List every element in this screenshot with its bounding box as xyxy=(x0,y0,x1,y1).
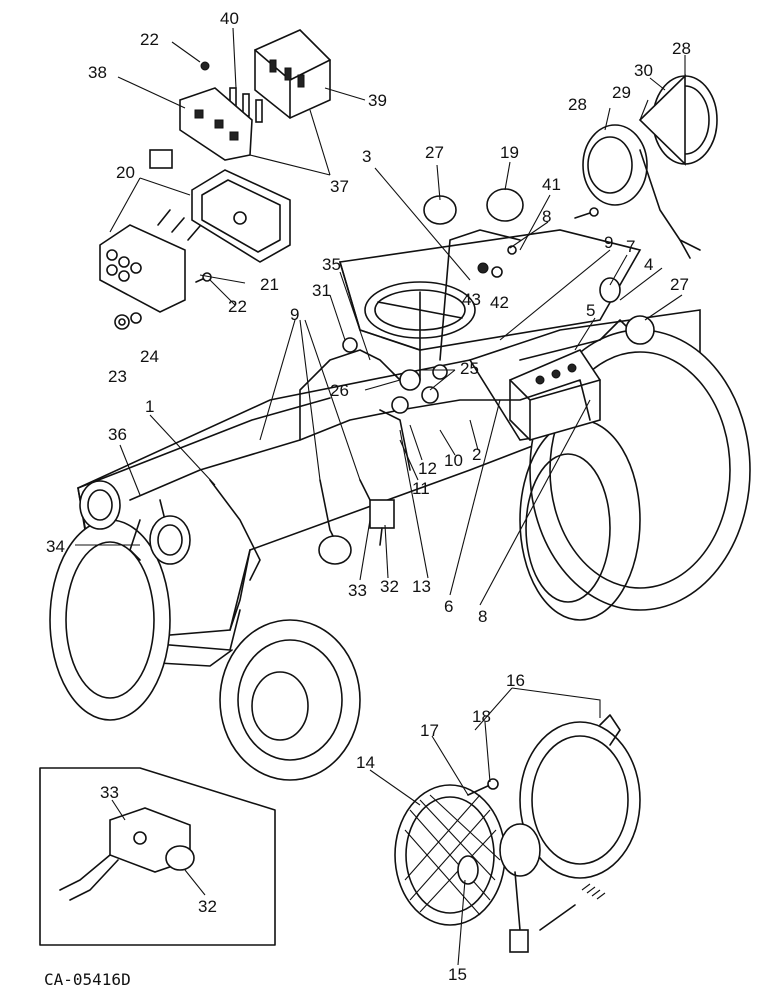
callout-40: 40 xyxy=(220,9,239,28)
callout-2: 2 xyxy=(472,445,481,464)
callout-1: 1 xyxy=(145,397,154,416)
callout-27b: 27 xyxy=(670,275,689,294)
horn-and-switch xyxy=(318,499,395,565)
callout-4: 4 xyxy=(644,255,653,274)
callout-7: 7 xyxy=(626,237,635,256)
callout-3: 3 xyxy=(362,147,371,166)
instrument-cluster-assembly xyxy=(99,169,291,330)
callout-25: 25 xyxy=(460,359,479,378)
front-headlights xyxy=(79,480,191,565)
callout-35: 35 xyxy=(322,255,341,274)
callout-23: 23 xyxy=(108,367,127,386)
callout-15: 15 xyxy=(448,965,467,984)
callout-41: 41 xyxy=(542,175,561,194)
callout-9b: 9 xyxy=(290,305,299,324)
callout-33b: 33 xyxy=(100,783,119,802)
callout-9: 9 xyxy=(604,233,613,252)
callout-31: 31 xyxy=(312,281,331,300)
fuse-block-assembly xyxy=(149,29,331,169)
callout-5: 5 xyxy=(586,301,595,320)
callout-30: 30 xyxy=(634,61,653,80)
callout-8: 8 xyxy=(542,207,551,226)
bolts-42-43 xyxy=(477,245,517,278)
callout-21: 21 xyxy=(260,275,279,294)
callout-18: 18 xyxy=(472,707,491,726)
callout-39: 39 xyxy=(368,91,387,110)
callout-20: 20 xyxy=(116,163,135,182)
callout-14: 14 xyxy=(356,753,375,772)
callout-13: 13 xyxy=(412,577,431,596)
callout-34: 34 xyxy=(46,537,65,556)
callout-42: 42 xyxy=(490,293,509,312)
callout-17: 17 xyxy=(420,721,439,740)
callout-11: 11 xyxy=(412,479,430,498)
leader-lines xyxy=(75,27,686,966)
dash-gauges xyxy=(342,337,448,414)
callout-12: 12 xyxy=(418,459,437,478)
callout-43: 43 xyxy=(462,290,481,309)
callout-16: 16 xyxy=(506,671,525,690)
tractor-body xyxy=(49,229,751,781)
rear-work-lamps xyxy=(423,188,655,345)
callout-28b: 28 xyxy=(568,95,587,114)
callout-38: 38 xyxy=(88,63,107,82)
callout-26: 26 xyxy=(330,381,349,400)
callout-27: 27 xyxy=(425,143,444,162)
callout-22b: 22 xyxy=(228,297,247,316)
beacon-lamp-assembly xyxy=(574,74,718,259)
headlamp-exploded-assembly xyxy=(394,714,641,953)
drawing-code: CA-05416D xyxy=(44,970,131,989)
callout-37: 37 xyxy=(330,177,349,196)
callout-32b: 32 xyxy=(198,897,217,916)
callout-6: 6 xyxy=(444,597,453,616)
callout-22: 22 xyxy=(140,30,159,49)
callout-32: 32 xyxy=(380,577,399,596)
callout-29: 29 xyxy=(612,83,631,102)
callout-labels: 40 22 38 39 37 20 21 22 24 23 3 27 19 41… xyxy=(46,9,691,984)
callout-8b: 8 xyxy=(478,607,487,626)
callout-28: 28 xyxy=(672,39,691,58)
callout-36: 36 xyxy=(108,425,127,444)
callout-24: 24 xyxy=(140,347,159,366)
callout-33: 33 xyxy=(348,581,367,600)
callout-10: 10 xyxy=(444,451,463,470)
callout-19: 19 xyxy=(500,143,519,162)
inset-detail xyxy=(39,767,276,946)
